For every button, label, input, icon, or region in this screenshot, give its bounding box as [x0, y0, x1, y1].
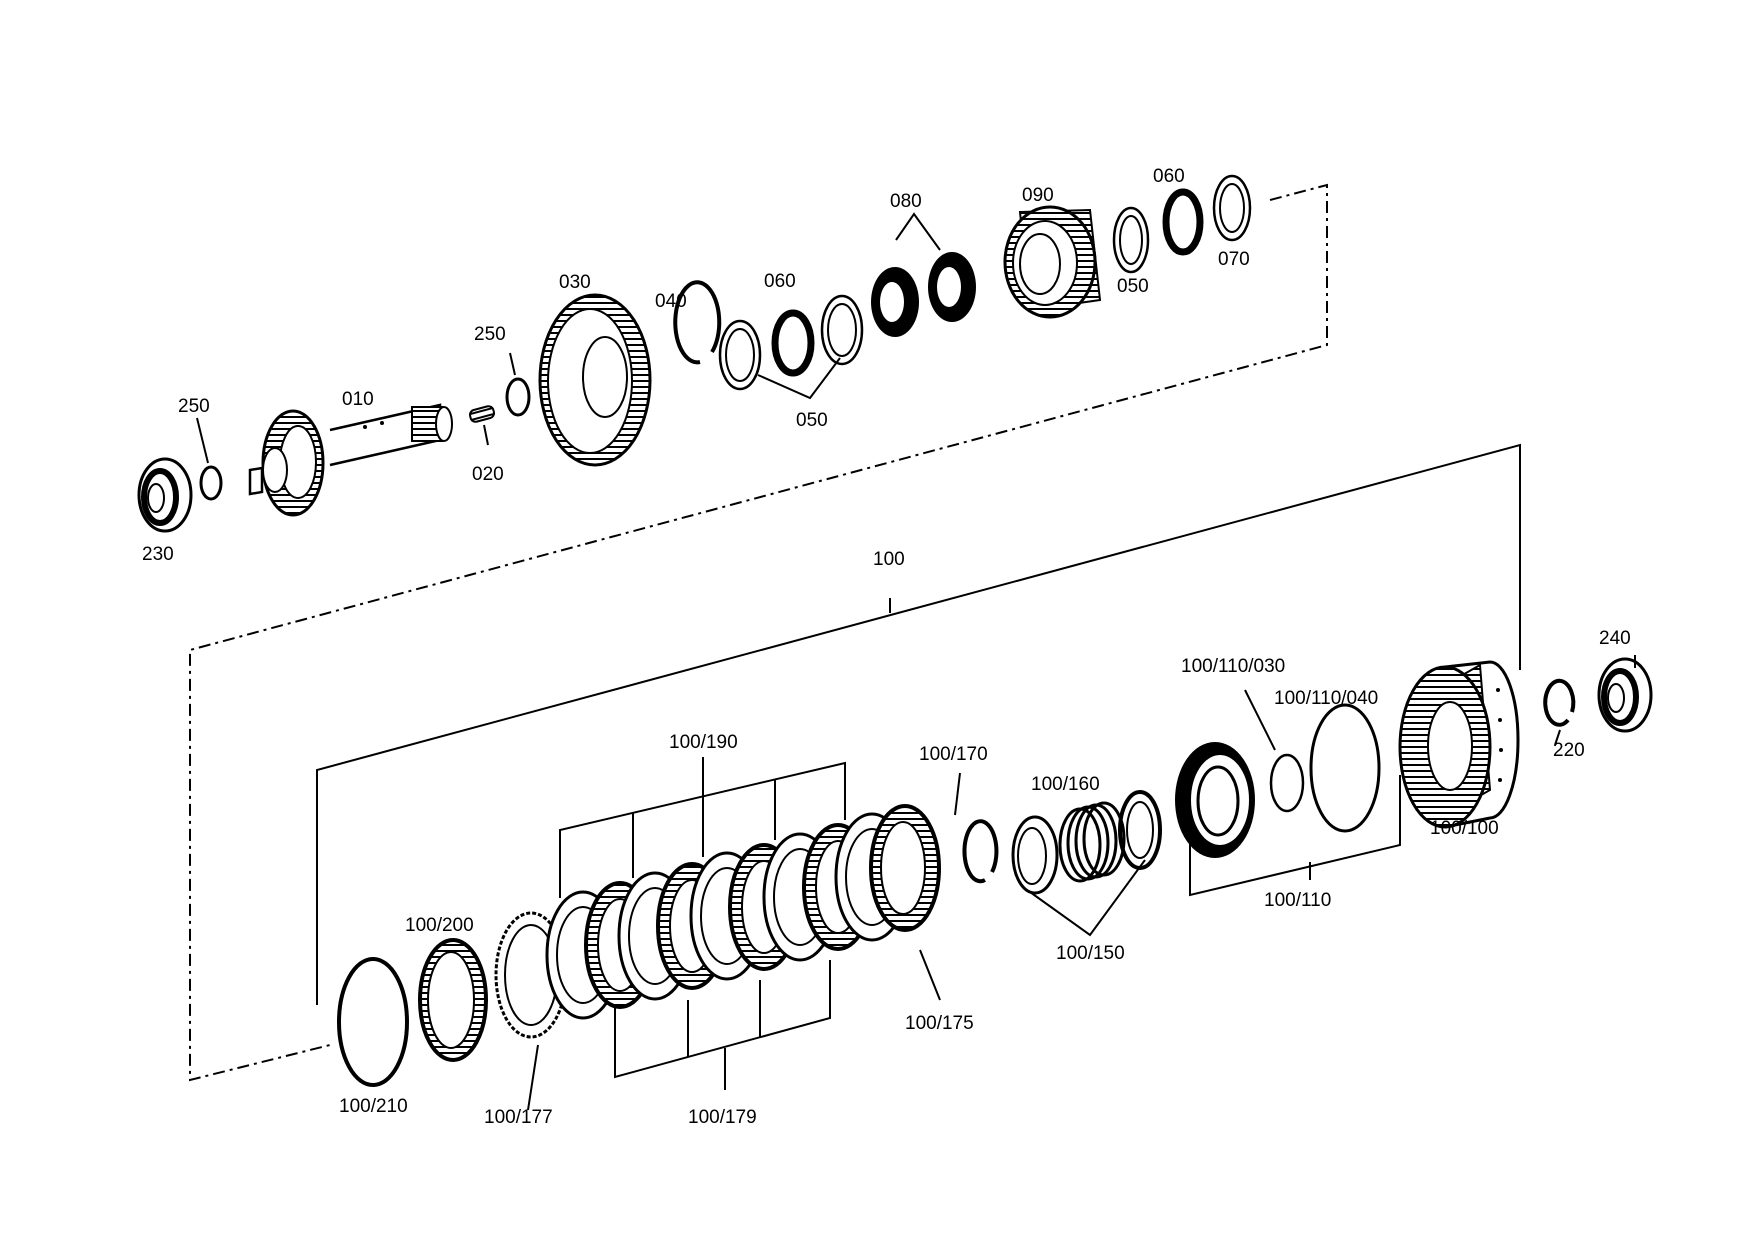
label-020: 020 [472, 464, 504, 485]
label-060-b: 060 [1153, 166, 1185, 187]
part-070-ring [1212, 174, 1252, 242]
part-100-110-piston [1175, 742, 1255, 858]
label-100-110-040: 100/110/040 [1274, 688, 1378, 709]
part-030-gear [538, 293, 652, 467]
part-250-ring [199, 465, 223, 501]
part-240-bearing [1597, 657, 1653, 733]
part-100-200-plate [418, 938, 488, 1062]
part-100-210-oring [337, 957, 409, 1087]
part-060-ring-2 [1162, 188, 1204, 256]
part-100-110-030-ring [1269, 753, 1305, 813]
bracket-100-190 [559, 757, 846, 898]
part-220-snap-ring [1543, 678, 1576, 727]
label-100: 100 [873, 549, 905, 570]
part-100-100-housing [1398, 660, 1520, 829]
part-230-bearing [137, 457, 193, 533]
lower-leader-lines [527, 655, 1636, 1111]
label-100-177: 100/177 [484, 1107, 553, 1128]
part-060-ring [771, 309, 815, 377]
label-240: 240 [1599, 628, 1631, 649]
label-060: 060 [764, 271, 796, 292]
label-250: 250 [178, 396, 210, 417]
bracket-100-179 [614, 960, 831, 1090]
label-050: 050 [796, 410, 828, 431]
label-230: 230 [142, 544, 174, 565]
part-100-150-disc [1011, 815, 1059, 895]
part-050-washer-3 [1112, 206, 1150, 274]
label-040: 040 [655, 291, 687, 312]
label-100-150: 100/150 [1056, 943, 1125, 964]
label-100-110: 100/110 [1264, 890, 1331, 911]
bracket-100 [316, 443, 1521, 1005]
label-100-160: 100/160 [1031, 774, 1100, 795]
label-100-190: 100/190 [669, 732, 738, 753]
label-010: 010 [342, 389, 374, 410]
part-050-washer-2 [820, 294, 864, 366]
part-050-washer [718, 319, 762, 391]
part-080-needle-bearing [871, 252, 976, 337]
part-250-ring-2 [505, 377, 531, 417]
label-100-100: 100/100 [1430, 818, 1499, 839]
clutch-plate-stack [545, 812, 910, 1020]
label-250-b: 250 [474, 324, 506, 345]
label-070: 070 [1218, 249, 1250, 270]
part-100-150-ring [1118, 790, 1162, 870]
label-090: 090 [1022, 185, 1054, 206]
label-100-179: 100/179 [688, 1107, 757, 1128]
label-100-200: 100/200 [405, 915, 474, 936]
upper-leader-lines [196, 212, 941, 464]
label-100-210: 100/210 [339, 1096, 408, 1117]
part-010-shaft [248, 403, 453, 517]
label-220: 220 [1553, 740, 1585, 761]
part-040-snap-ring [673, 280, 722, 365]
label-050-b: 050 [1117, 276, 1149, 297]
label-100-170: 100/170 [919, 744, 988, 765]
label-100-175: 100/175 [905, 1013, 974, 1034]
part-100-110-040-oring [1309, 703, 1381, 833]
label-080: 080 [890, 191, 922, 212]
part-100-175-plate [869, 804, 941, 932]
label-030: 030 [559, 272, 591, 293]
dashdot-connector-line [189, 183, 1328, 1082]
part-090-gear [1003, 205, 1102, 319]
part-100-170-snap-ring [962, 819, 999, 884]
part-020-pin [468, 405, 496, 423]
label-100-110-030: 100/110/030 [1181, 656, 1285, 677]
part-100-160-spring [1058, 801, 1126, 883]
part-labels: 230 250 010 250 020 030 040 060 050 080 … [142, 166, 1631, 1128]
